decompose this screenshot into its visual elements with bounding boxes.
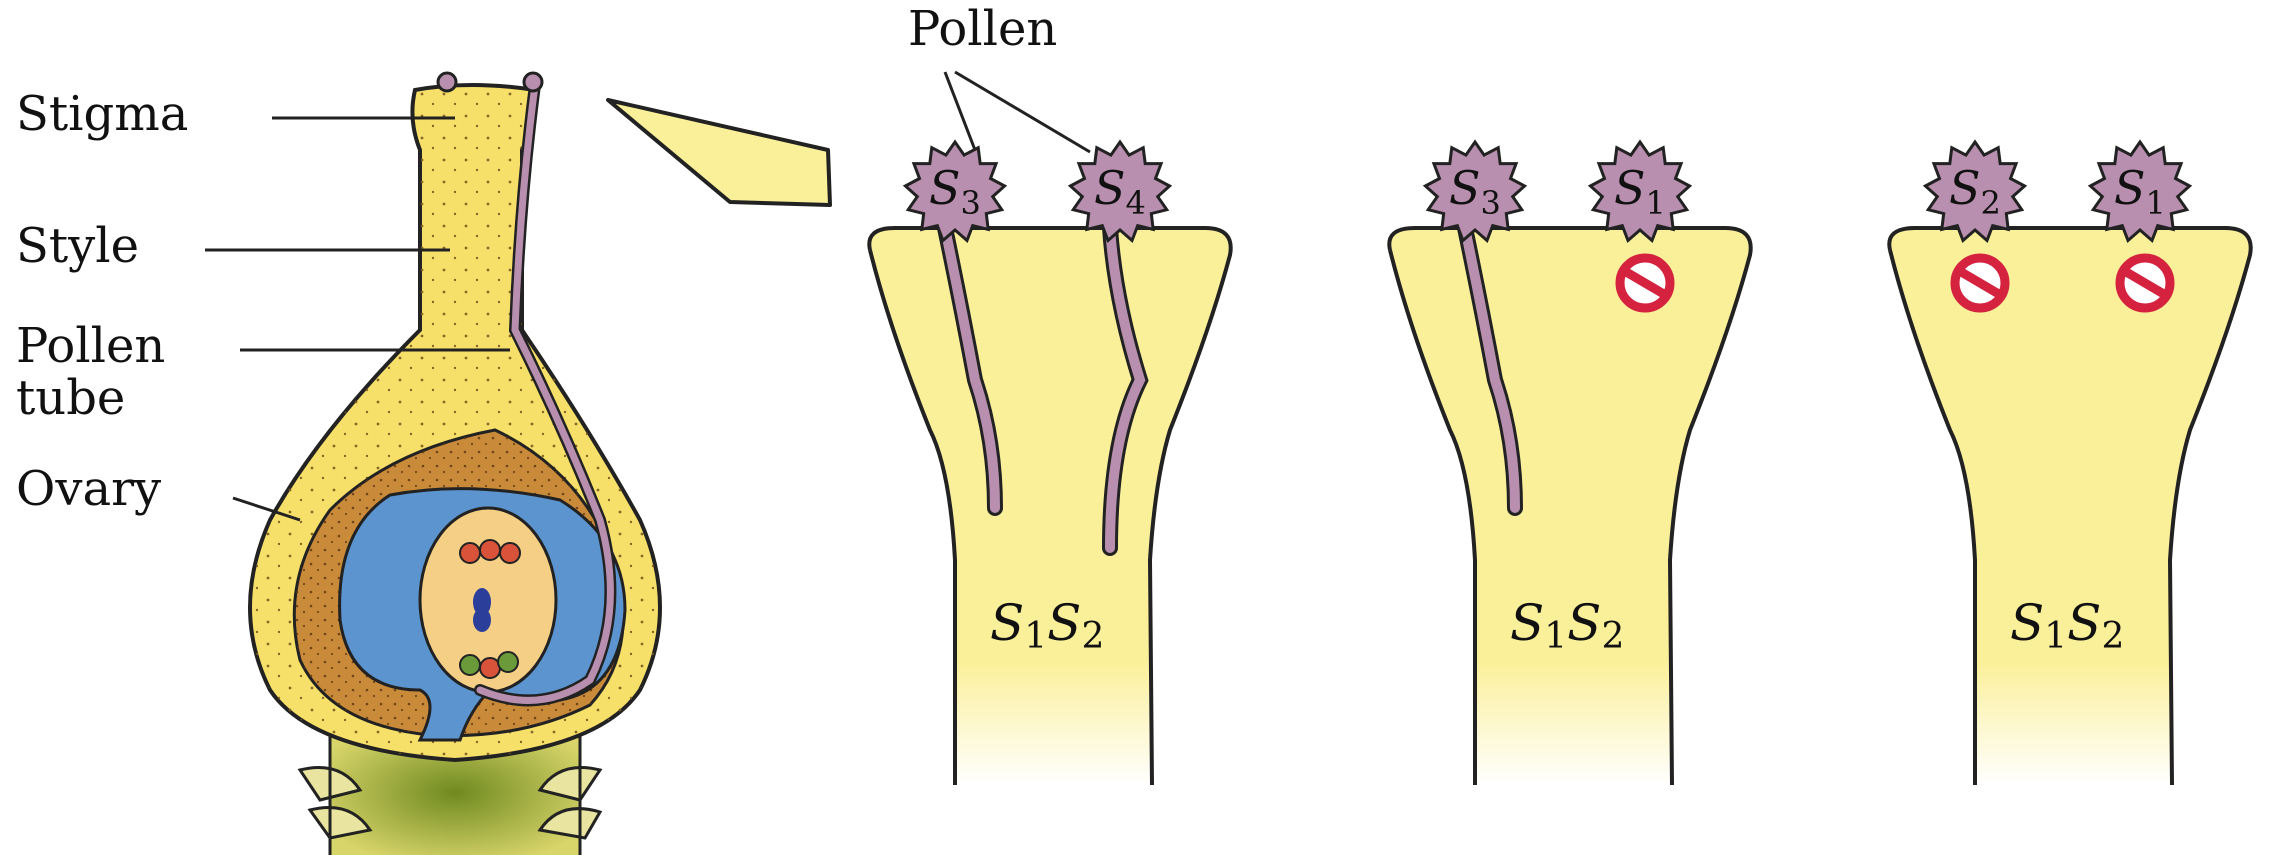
genotype-allele-letter: S: [2010, 594, 2044, 652]
genotype-allele-sub: 2: [2101, 616, 2124, 657]
pollen-allele-letter: S: [929, 161, 961, 215]
pollen-tube-label-line2: tube: [16, 370, 125, 426]
stigma-pollen-grain: [524, 73, 542, 91]
pollen-allele-sub: 1: [1646, 184, 1666, 222]
pollen-allele-sub: 3: [1481, 184, 1501, 222]
style-body: [1889, 228, 2250, 785]
stigma-label: Stigma: [16, 86, 188, 142]
pollen-leaders: [945, 72, 1090, 152]
callout-arrow-icon: [608, 100, 830, 205]
genotype-allele-sub: 2: [1081, 616, 1104, 657]
ovary-label: Ovary: [16, 461, 161, 517]
style-body: [1389, 228, 1750, 785]
pollen-label: Pollen: [908, 1, 1057, 57]
pollen-allele-letter: S: [1094, 161, 1126, 215]
style-label: Style: [16, 218, 139, 274]
no-entry-icon: [1955, 258, 2005, 308]
style-body: [869, 228, 1230, 785]
genotype-allele-letter: S: [1047, 594, 1081, 652]
genotype-allele-sub: 1: [1024, 616, 1047, 657]
genotype-allele-sub: 1: [1544, 616, 1567, 657]
genotype-allele-sub: 1: [2044, 616, 2067, 657]
pollen-tube-label-line1: Pollen: [16, 318, 165, 374]
pollen-allele-letter: S: [1449, 161, 1481, 215]
pollen-allele-letter: S: [1614, 161, 1646, 215]
pollen-allele-letter: S: [1949, 161, 1981, 215]
genotype-allele-letter: S: [2067, 594, 2101, 652]
pollen-allele-sub: 2: [1981, 184, 2001, 222]
genotype-allele-sub: 2: [1601, 616, 1624, 657]
no-entry-icon: [2120, 258, 2170, 308]
pollen-allele-sub: 3: [961, 184, 981, 222]
no-entry-icon: [1620, 258, 1670, 308]
genotype-allele-letter: S: [1510, 594, 1544, 652]
pollen-allele-sub: 4: [1126, 184, 1146, 222]
pollen-allele-letter: S: [2114, 161, 2146, 215]
pollen-allele-sub: 1: [2146, 184, 2166, 222]
genotype-allele-letter: S: [1567, 594, 1601, 652]
pistil-illustration: [250, 73, 660, 855]
stigma-pollen-grain: [438, 73, 456, 91]
genotype-allele-letter: S: [990, 594, 1024, 652]
